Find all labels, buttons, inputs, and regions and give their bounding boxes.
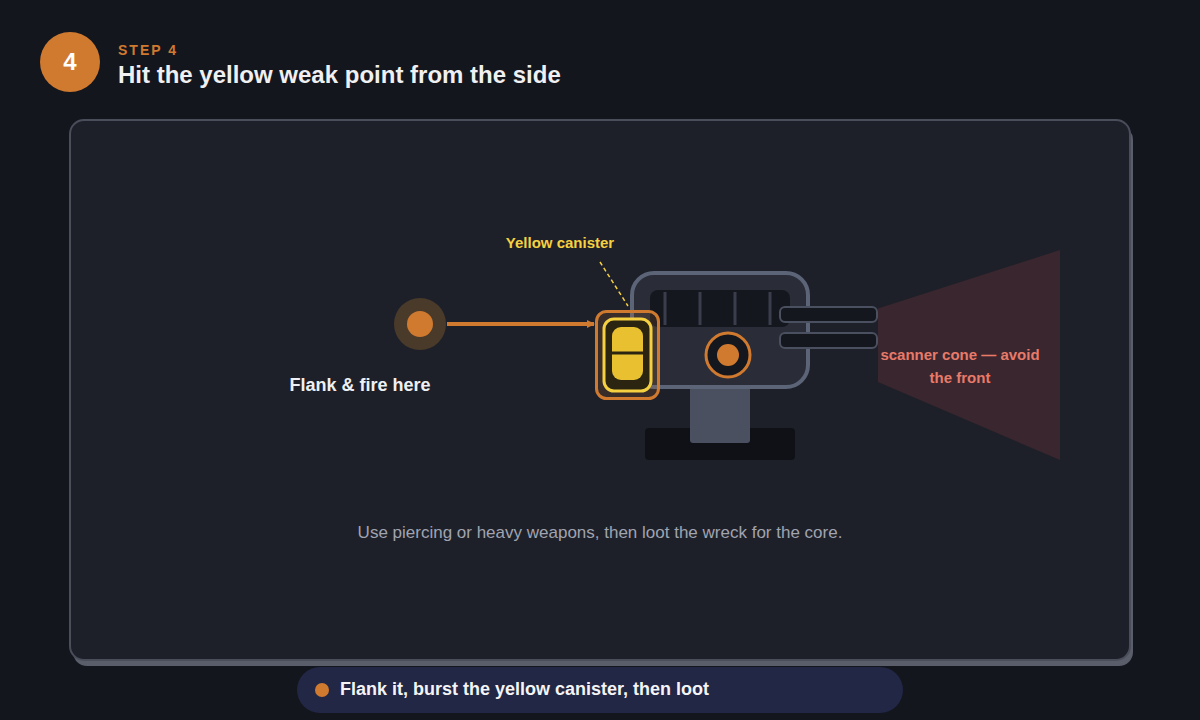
turret-vent (650, 290, 790, 327)
caption-pill (297, 667, 903, 713)
scanner-cone-text: scanner cone — avoid the front (875, 343, 1045, 390)
flank-arrow (447, 322, 594, 326)
player-marker-shape (394, 298, 446, 350)
leader-line (600, 262, 628, 306)
scanner-cone: scanner cone — avoid the front (878, 250, 1060, 460)
step-badge-text: 4 (63, 48, 76, 76)
yellow-canister-text: Yellow canister (460, 234, 660, 251)
turret-eye-core (717, 344, 739, 366)
turret-barrel (780, 307, 877, 322)
player-marker: Flank & fire here (394, 298, 446, 350)
turret-eye (706, 333, 750, 377)
caption-dot (315, 683, 329, 697)
turret-neck (690, 385, 750, 443)
yellow-canister-shape (595, 310, 660, 400)
yellow-canister: Yellow canister (595, 310, 660, 400)
step-label: STEP 4 (118, 42, 178, 58)
step-badge: 4 (40, 32, 100, 92)
turret-barrel (780, 333, 877, 348)
caption: Flank it, burst the yellow canister, the… (340, 679, 709, 700)
title: Hit the yellow weak point from the side (118, 61, 561, 89)
panel (70, 120, 1130, 660)
note: Use piercing or heavy weapons, then loot… (200, 523, 1000, 543)
player-marker-text: Flank & fire here (280, 372, 440, 398)
vent-bars (665, 292, 770, 325)
